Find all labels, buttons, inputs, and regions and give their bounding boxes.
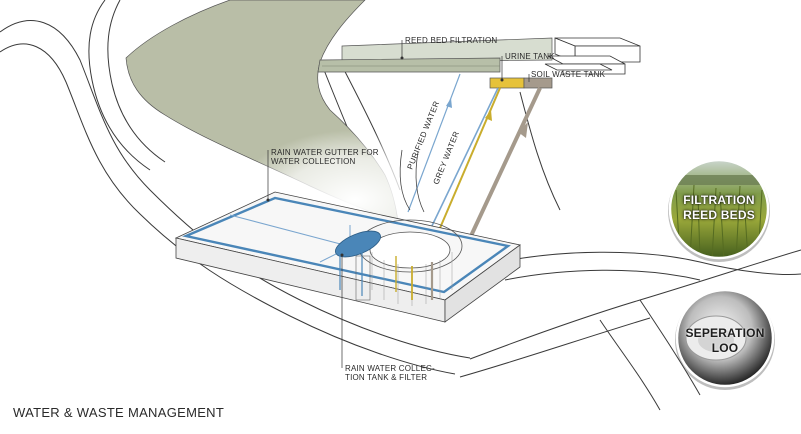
contour-line xyxy=(0,43,456,375)
courtyard-inner xyxy=(369,231,451,269)
gutter-pipe xyxy=(229,214,349,247)
filtration-badge-line1: FILTRATION xyxy=(683,193,755,207)
roof-gutter-outline xyxy=(182,196,511,294)
drain-line xyxy=(415,151,425,213)
soil-waste-arrowhead xyxy=(518,122,528,138)
contour-line xyxy=(459,317,651,378)
collection-label-line2: TION TANK & FILTER xyxy=(345,373,428,382)
leader-dot xyxy=(500,78,504,82)
contour-line xyxy=(499,251,801,275)
urine-tank-label: URINE TANK xyxy=(505,52,555,61)
badge-ring xyxy=(675,288,775,388)
contour-line xyxy=(519,91,561,211)
leader-dot xyxy=(340,253,344,257)
grey-water-arrowhead xyxy=(485,110,492,121)
tank-housing xyxy=(355,255,371,301)
contour-line xyxy=(639,299,701,396)
drain-line xyxy=(399,149,411,211)
leader-dot xyxy=(400,56,404,60)
separation-loo-badge xyxy=(675,288,775,390)
contour-line xyxy=(88,0,151,171)
filtration-badge-line2: REED BEDS xyxy=(683,208,755,222)
soil-waste-tank xyxy=(523,77,553,89)
contour-line xyxy=(599,319,661,411)
contour-line xyxy=(504,269,701,281)
leader-lines xyxy=(267,40,530,368)
outbuilding xyxy=(544,63,613,71)
urine-tank xyxy=(489,77,525,89)
contour-line xyxy=(107,0,166,163)
leader-dot xyxy=(266,198,270,202)
soil-waste-tank-label: SOIL WASTE TANK xyxy=(531,70,606,79)
purified-water-arrowhead xyxy=(446,98,452,108)
reed-bed-top xyxy=(317,57,501,73)
building xyxy=(174,191,521,323)
reed-distant-trees xyxy=(670,175,768,185)
contour-line xyxy=(469,249,801,360)
plinth-right-face xyxy=(444,244,521,323)
outbuildings xyxy=(544,37,641,75)
badge-ring xyxy=(668,158,770,260)
soil-waste-arrow xyxy=(468,87,542,239)
reed-bed-strip xyxy=(341,37,553,63)
loo-badge-line1: SEPERATION xyxy=(685,326,765,340)
page-title: WATER & WASTE MANAGEMENT xyxy=(13,405,225,420)
filtration-reed-beds-badge xyxy=(668,158,770,262)
gutter-label-line2: WATER COLLECTION xyxy=(271,157,356,166)
contour-line xyxy=(0,20,471,359)
purified-water-arrow xyxy=(429,87,499,231)
loo-badge-line2: LOO xyxy=(711,341,739,355)
gutter-label-line1: RAIN WATER GUTTER FOR xyxy=(271,148,379,157)
reed-bed-filtration-label: REED BED FILTRATION xyxy=(405,36,498,45)
collection-label-line1: RAIN WATER COLLEC- xyxy=(345,364,435,373)
flow-arrows xyxy=(399,73,542,239)
loo-seat xyxy=(698,328,734,352)
contour-lines xyxy=(0,0,801,411)
